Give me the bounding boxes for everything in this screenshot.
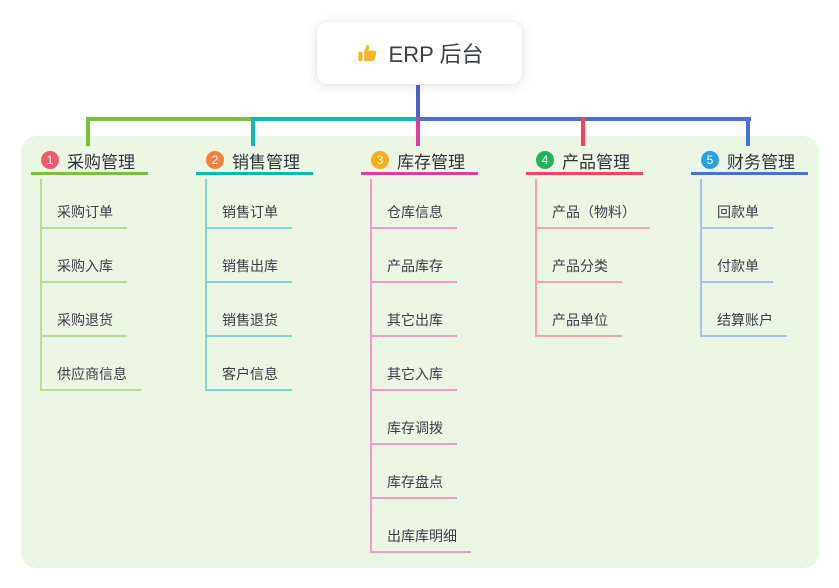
branch-number-badge: 2 xyxy=(206,151,224,169)
branch-items: 仓库信息产品库存其它出库其它入库库存调拨库存盘点出库库明细 xyxy=(370,179,471,553)
leaf-label: 其它入库 xyxy=(387,366,443,382)
leaf-node[interactable]: 采购订单 xyxy=(42,179,127,229)
root-node[interactable]: ERP 后台 xyxy=(317,22,522,84)
branch-node-3[interactable]: 3 库存管理 xyxy=(361,148,478,175)
branch-column-3: 3 库存管理仓库信息产品库存其它出库其它入库库存调拨库存盘点出库库明细 xyxy=(361,148,521,553)
branch-column-5: 5 财务管理回款单付款单结算账户 xyxy=(691,148,839,337)
leaf-label: 仓库信息 xyxy=(387,204,443,220)
leaf-label: 付款单 xyxy=(717,258,759,274)
leaf-label: 库存盘点 xyxy=(387,474,443,490)
branch-items: 销售订单销售出库销售退货客户信息 xyxy=(205,179,292,391)
leaf-node[interactable]: 其它出库 xyxy=(372,283,457,337)
branch-node-4[interactable]: 4 产品管理 xyxy=(526,148,643,175)
leaf-label: 采购退货 xyxy=(57,312,113,328)
leaf-label: 出库库明细 xyxy=(387,528,457,544)
leaf-label: 客户信息 xyxy=(222,366,278,382)
leaf-label: 产品单位 xyxy=(552,312,608,328)
branch-label: 采购管理 xyxy=(67,152,135,172)
thumbs-up-icon xyxy=(356,42,379,65)
leaf-node[interactable]: 采购退货 xyxy=(42,283,127,337)
branch-column-2: 2 销售管理销售订单销售出库销售退货客户信息 xyxy=(196,148,356,391)
branch-items: 采购订单采购入库采购退货供应商信息 xyxy=(40,179,141,391)
leaf-label: 产品库存 xyxy=(387,258,443,274)
branch-column-1: 1 采购管理采购订单采购入库采购退货供应商信息 xyxy=(31,148,191,391)
leaf-node[interactable]: 付款单 xyxy=(702,229,773,283)
leaf-node[interactable]: 采购入库 xyxy=(42,229,127,283)
leaf-label: 供应商信息 xyxy=(57,366,127,382)
branch-label: 财务管理 xyxy=(727,152,795,172)
leaf-node[interactable]: 库存调拨 xyxy=(372,391,457,445)
branch-label: 库存管理 xyxy=(397,152,465,172)
branch-label: 产品管理 xyxy=(562,152,630,172)
leaf-label: 采购订单 xyxy=(57,204,113,220)
leaf-label: 产品分类 xyxy=(552,258,608,274)
leaf-label: 库存调拨 xyxy=(387,420,443,436)
branch-column-4: 4 产品管理产品（物料） 产品分类产品单位 xyxy=(526,148,686,337)
leaf-node[interactable]: 产品（物料） xyxy=(537,179,650,229)
branch-number-badge: 4 xyxy=(536,151,554,169)
leaf-node[interactable]: 产品单位 xyxy=(537,283,622,337)
leaf-node[interactable]: 出库库明细 xyxy=(372,499,471,553)
leaf-node[interactable]: 供应商信息 xyxy=(42,337,141,391)
branches-panel xyxy=(21,136,819,568)
leaf-label: 结算账户 xyxy=(717,312,773,328)
branch-items: 回款单付款单结算账户 xyxy=(700,179,787,337)
branch-number-badge: 5 xyxy=(701,151,719,169)
leaf-node[interactable]: 销售订单 xyxy=(207,179,292,229)
leaf-label: 销售退货 xyxy=(222,312,278,328)
leaf-label: 销售出库 xyxy=(222,258,278,274)
leaf-label: 采购入库 xyxy=(57,258,113,274)
leaf-label: 其它出库 xyxy=(387,312,443,328)
leaf-node[interactable]: 销售出库 xyxy=(207,229,292,283)
leaf-node[interactable]: 产品分类 xyxy=(537,229,622,283)
branch-node-2[interactable]: 2 销售管理 xyxy=(196,148,313,175)
leaf-node[interactable]: 库存盘点 xyxy=(372,445,457,499)
leaf-node[interactable]: 回款单 xyxy=(702,179,773,229)
branch-number-badge: 1 xyxy=(41,151,59,169)
branch-number-badge: 3 xyxy=(371,151,389,169)
leaf-label: 产品（物料） xyxy=(552,204,636,220)
leaf-node[interactable]: 结算账户 xyxy=(702,283,787,337)
root-title: ERP 后台 xyxy=(388,42,484,67)
leaf-node[interactable]: 客户信息 xyxy=(207,337,292,391)
leaf-label: 销售订单 xyxy=(222,204,278,220)
branch-node-5[interactable]: 5 财务管理 xyxy=(691,148,808,175)
leaf-node[interactable]: 仓库信息 xyxy=(372,179,457,229)
branch-items: 产品（物料） 产品分类产品单位 xyxy=(535,179,650,337)
leaf-node[interactable]: 其它入库 xyxy=(372,337,457,391)
branch-node-1[interactable]: 1 采购管理 xyxy=(31,148,148,175)
leaf-node[interactable]: 产品库存 xyxy=(372,229,457,283)
leaf-node[interactable]: 销售退货 xyxy=(207,283,292,337)
branch-label: 销售管理 xyxy=(232,152,300,172)
leaf-label: 回款单 xyxy=(717,204,759,220)
